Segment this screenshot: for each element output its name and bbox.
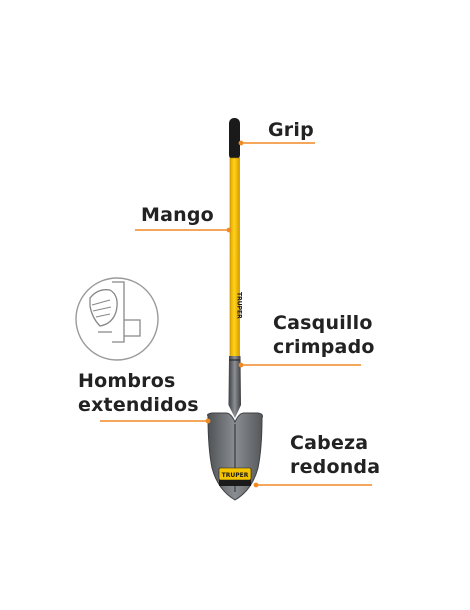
blade-label-band — [219, 480, 251, 486]
label-cabeza-redonda: Cabeza redonda — [290, 431, 380, 479]
leader-dot-grip — [238, 140, 244, 146]
label-hombros-extendidos: Hombros extendidos — [78, 369, 199, 417]
shoulder-detail-inset — [75, 277, 159, 361]
grip-sleeve — [229, 118, 240, 160]
inset-sole-lines — [91, 299, 112, 318]
shovel: TRUPER TRUPER — [207, 118, 263, 501]
inset-handle-sketch — [112, 281, 125, 343]
label-casquillo-line2: crimpado — [273, 336, 375, 358]
blade-brand: TRUPER — [222, 472, 249, 479]
label-mango: Mango — [141, 203, 214, 227]
leader-dot-hombros — [205, 418, 211, 424]
leader-dot-cabeza — [253, 482, 259, 488]
label-cabeza-line2: redonda — [290, 456, 381, 478]
label-casquillo-line1: Casquillo — [273, 312, 373, 334]
leader-dot-mango — [226, 227, 232, 233]
inset-foot-sketch — [89, 289, 118, 327]
label-casquillo-crimpado: Casquillo crimpado — [273, 311, 375, 359]
label-hombros-line2: extendidos — [78, 394, 199, 416]
label-mango-text: Mango — [141, 204, 214, 226]
handle-brand: TRUPER — [236, 292, 243, 319]
inset-shoulder-sketch — [98, 319, 141, 337]
handle — [230, 158, 240, 358]
ferrule — [228, 356, 241, 418]
label-hombros-line1: Hombros — [78, 370, 176, 392]
leader-lines — [100, 140, 372, 488]
label-grip-text: Grip — [268, 119, 314, 141]
leader-dot-casquillo — [238, 362, 244, 368]
inset-circle — [75, 277, 159, 361]
label-grip: Grip — [268, 118, 314, 142]
label-cabeza-line1: Cabeza — [290, 432, 369, 454]
